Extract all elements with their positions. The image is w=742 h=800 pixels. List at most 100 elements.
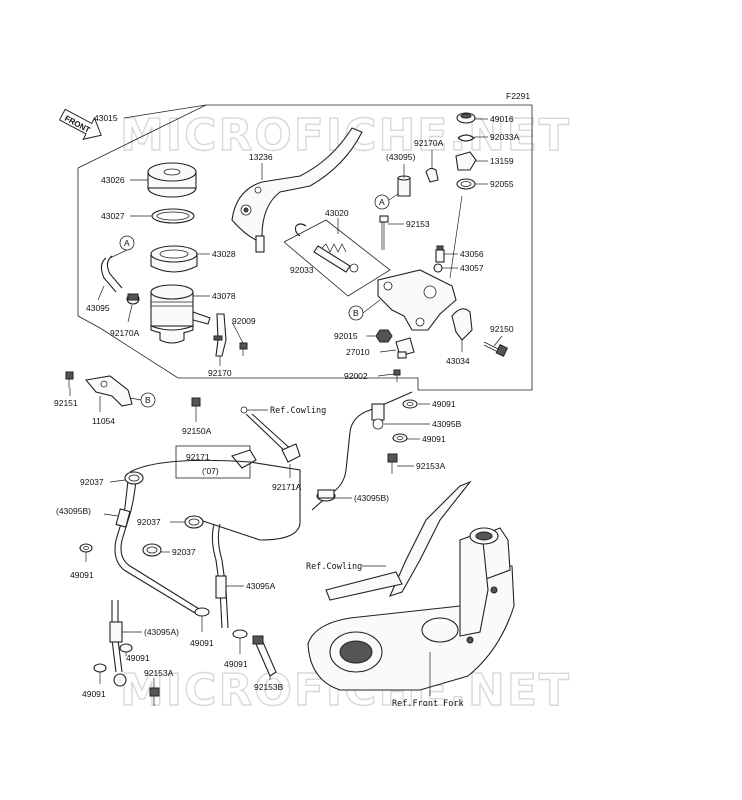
brake-line-upper — [311, 391, 413, 511]
banjo-43095B — [371, 403, 385, 430]
label-92153: 92153 — [406, 219, 430, 229]
label-43095B: 43095B — [432, 419, 462, 429]
label-13236: 13236 — [249, 152, 273, 162]
label-43057: 43057 — [460, 263, 484, 273]
label-43026: 43026 — [101, 175, 125, 185]
ref-cowling-top: Ref.Cowling — [270, 406, 326, 416]
cap-49016 — [456, 112, 476, 124]
label-92037-a: 92037 — [80, 477, 104, 487]
washer-49091-left-a — [119, 643, 133, 653]
callout-A-1-label: A — [124, 238, 130, 248]
washer-49091-b — [392, 433, 408, 443]
callout-B-2-label: B — [145, 395, 151, 405]
bolt-92150 — [483, 341, 508, 357]
hose-guide-92171 — [231, 449, 257, 469]
label-92150: 92150 — [490, 324, 514, 334]
clamp-92170A-top — [425, 167, 439, 183]
label-07: ('07) — [202, 466, 219, 476]
clamp-92037-c — [142, 543, 162, 557]
label-49091-b: 49091 — [422, 434, 446, 444]
front-arrow-icon: FRONT — [58, 108, 102, 141]
switch-13159 — [455, 151, 477, 171]
callout-B-1-label: B — [353, 308, 359, 318]
circlip-92033 — [294, 223, 307, 237]
assembly-frame — [77, 104, 533, 391]
label-43056: 43056 — [460, 249, 484, 259]
pivot-bolt — [379, 215, 389, 250]
nut-92015 — [375, 329, 393, 343]
washer-92055 — [456, 178, 476, 190]
label-49091-c: 49091 — [70, 570, 94, 580]
ref-cowling-bottom: Ref.Cowling — [306, 562, 362, 572]
label-49091-d: 49091 — [190, 638, 214, 648]
bolt-92150A — [191, 397, 201, 416]
master-cylinder-body — [377, 269, 457, 331]
bolt-92009 — [239, 342, 248, 356]
label-92153B: 92153B — [254, 682, 284, 692]
label-92009: 92009 — [232, 316, 256, 326]
bleeder-43056 — [435, 245, 445, 263]
pivot-pin — [397, 175, 411, 197]
banjo-left — [115, 508, 131, 528]
washer-49091-a — [402, 399, 418, 409]
clamp-92037-a — [124, 471, 144, 485]
guide-92171A — [281, 443, 301, 463]
label-92151: 92151 — [54, 398, 78, 408]
washer-49091-e — [232, 629, 248, 639]
label-49091-f: 49091 — [82, 689, 106, 699]
callout-A-2 — [374, 194, 390, 210]
brake-lever — [231, 127, 363, 253]
banjo-43095A-left — [109, 621, 123, 643]
clamp-holder-43034 — [451, 308, 473, 341]
front-fork-clamp — [307, 527, 515, 691]
label-43028: 43028 — [212, 249, 236, 259]
brake-line-43095A — [211, 523, 223, 629]
label-43095A: 43095A — [246, 581, 276, 591]
label-49016: 49016 — [490, 114, 514, 124]
ref-front-fork: Ref.Front Fork — [392, 699, 464, 709]
label-92170A-top: 92170A — [414, 138, 444, 148]
label-92150A: 92150A — [182, 426, 212, 436]
bracket-11054 — [84, 375, 133, 407]
circlip-92033A — [457, 134, 475, 142]
label-43095-paren: (43095) — [386, 152, 415, 162]
cowling-stay — [325, 480, 472, 601]
label-43095B-paren: (43095B) — [354, 493, 389, 503]
label-43034: 43034 — [446, 356, 470, 366]
piston-kit — [313, 243, 359, 273]
bolt-92153A-b — [149, 687, 160, 706]
reservoir-plate — [151, 208, 195, 224]
screw-92002 — [393, 369, 401, 382]
hose-clamp — [126, 293, 140, 305]
banjo-43095A — [215, 575, 227, 599]
hose-clamp-43095B — [316, 489, 336, 502]
label-92002: 92002 — [344, 371, 368, 381]
label-92037-b: 92037 — [137, 517, 161, 527]
washer-49091-d — [194, 607, 210, 617]
bolt-92151 — [65, 371, 74, 388]
label-92055: 92055 — [490, 179, 514, 189]
label-43095B-left: (43095B) — [56, 506, 91, 516]
bolt-92153B — [252, 635, 277, 677]
bolt-92153A-a — [387, 453, 398, 474]
diagram-code: F2291 — [506, 91, 530, 101]
label-92170: 92170 — [208, 368, 232, 378]
label-27010: 27010 — [346, 347, 370, 357]
label-92037-c: 92037 — [172, 547, 196, 557]
label-11054: 11054 — [92, 416, 115, 426]
label-92033: 92033 — [290, 265, 314, 275]
label-43015: 43015 — [94, 113, 118, 123]
brake-switch-27010 — [395, 337, 415, 359]
label-43027: 43027 — [101, 211, 125, 221]
label-49091-a: 49091 — [432, 399, 456, 409]
label-13159: 13159 — [490, 156, 514, 166]
label-49091-f-top: 49091 — [126, 653, 150, 663]
label-92015: 92015 — [334, 331, 358, 341]
reservoir-cap — [147, 162, 197, 198]
label-92153A-a: 92153A — [416, 461, 446, 471]
reservoir-bracket — [213, 313, 227, 357]
cap-43057 — [433, 263, 443, 273]
label-92171: 92171 — [186, 452, 210, 462]
brake-line-left — [129, 459, 301, 541]
